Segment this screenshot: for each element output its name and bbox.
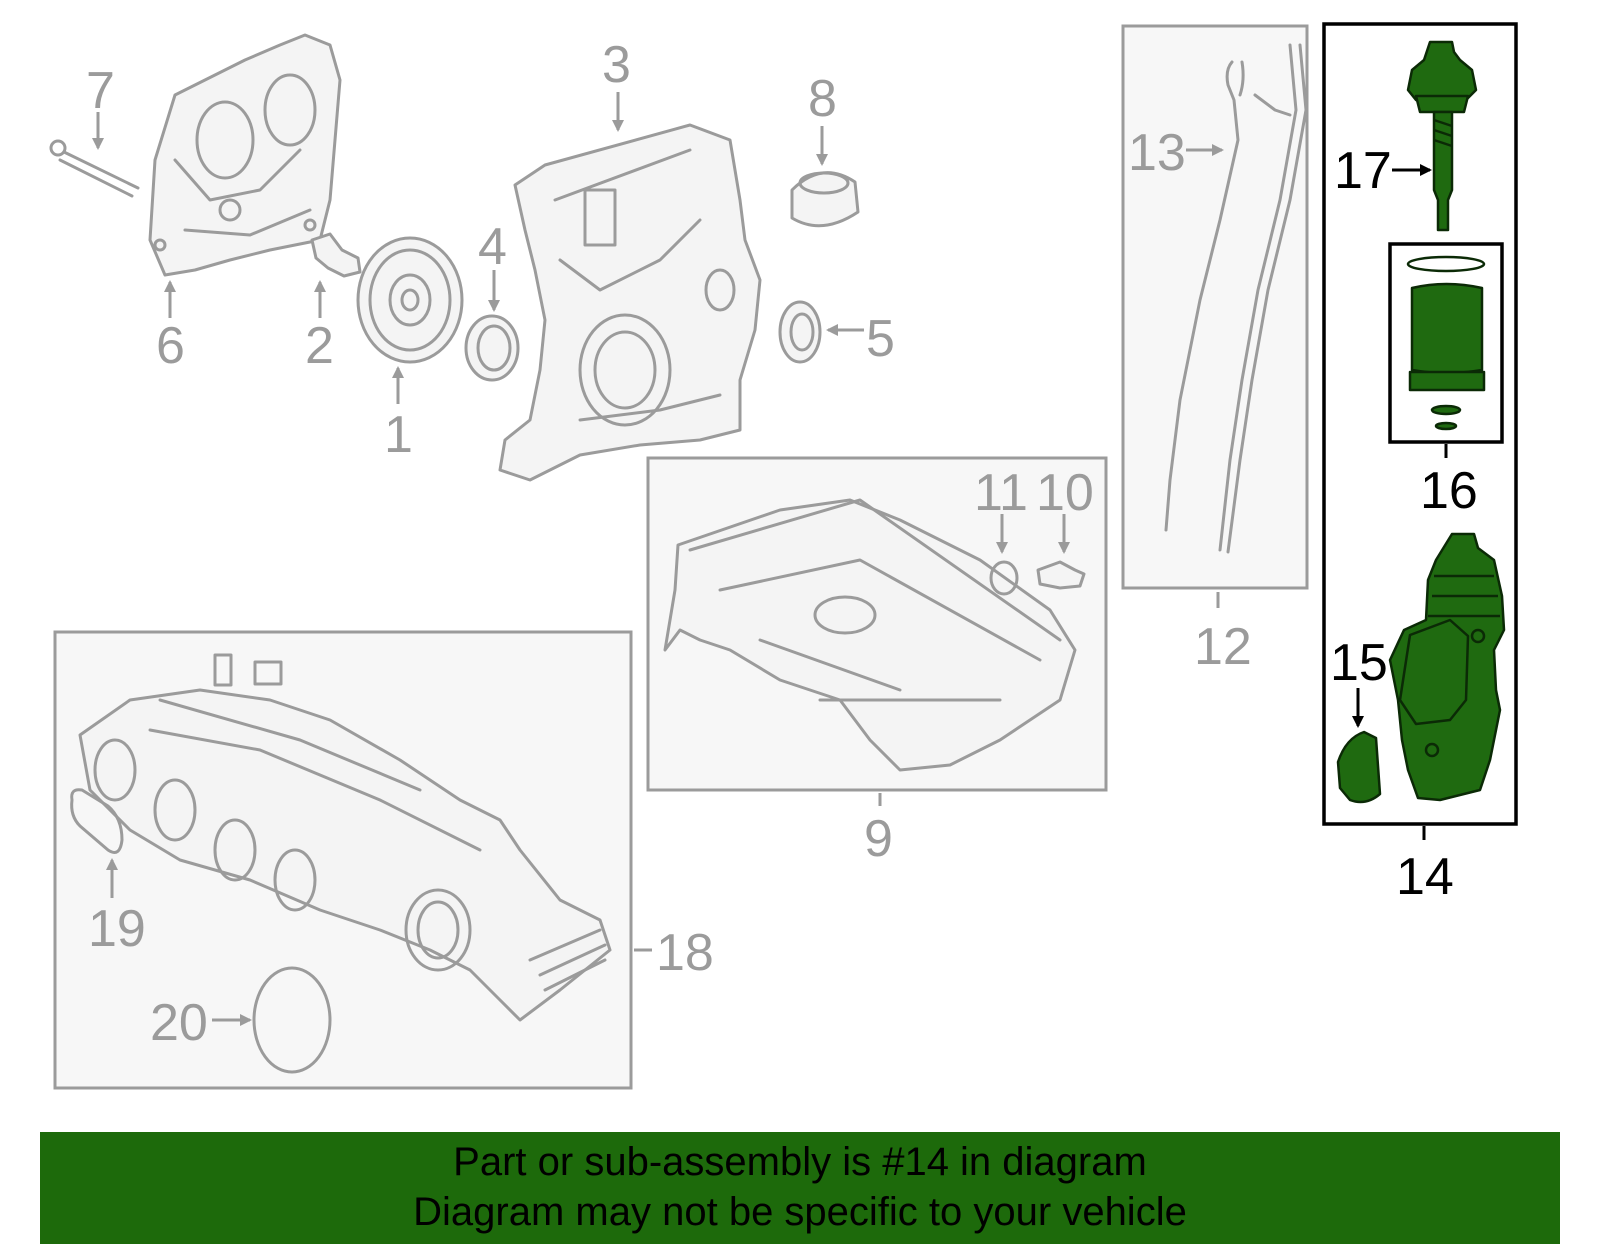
- part-17-filter-cap: [1406, 40, 1478, 232]
- callout-14: 14: [1396, 848, 1454, 906]
- part-9-oil-pan: [663, 498, 1077, 772]
- callout-7: 7: [86, 62, 115, 120]
- banner-line-part: Part or sub-assembly is #14 in diagram: [453, 1140, 1147, 1184]
- part-16-filter-element: [1406, 255, 1486, 431]
- callout-3: 3: [602, 36, 631, 94]
- callout-17: 17: [1334, 142, 1392, 200]
- info-banner: Part or sub-assembly is #14 in diagram D…: [40, 1132, 1560, 1244]
- part-7-bolt: [49, 139, 140, 198]
- box-12: [1121, 24, 1309, 590]
- part-5-seal: [778, 300, 822, 364]
- box-14-highlighted: [1322, 22, 1518, 826]
- banner-line-disclaimer: Diagram may not be specific to your vehi…: [413, 1190, 1187, 1234]
- callout-20: 20: [150, 994, 208, 1052]
- callout-13: 13: [1128, 124, 1186, 182]
- callout-labels: 7 6 2 1 4 3 8 5 11 10 9 13 12 18 19 20 1…: [86, 36, 1478, 1052]
- callout-2: 2: [305, 317, 334, 375]
- callout-18: 18: [656, 924, 714, 982]
- callout-4: 4: [478, 218, 507, 276]
- part-4-seal: [464, 314, 520, 382]
- part-13-dipstick: [1164, 60, 1245, 532]
- part-11-washer: [989, 560, 1019, 596]
- box-16: [1388, 242, 1504, 444]
- part-6-timing-housing: [148, 33, 342, 277]
- part-3-timing-cover: [498, 123, 762, 482]
- part-15-cap: [1336, 730, 1382, 804]
- callout-19: 19: [88, 900, 146, 958]
- callout-1: 1: [384, 406, 413, 464]
- part-10-drain-plug: [1036, 560, 1086, 590]
- callout-12: 12: [1194, 618, 1252, 676]
- callout-6: 6: [156, 317, 185, 375]
- callout-8: 8: [808, 70, 837, 128]
- callout-15: 15: [1330, 634, 1388, 692]
- callout-9: 9: [864, 810, 893, 868]
- part-8-cap: [790, 171, 860, 228]
- part-20-seal-ring: [252, 966, 332, 1074]
- part-12-dipstick-tube: [1218, 43, 1308, 554]
- part-19-gasket: [70, 788, 124, 854]
- part-14-filter-housing: [1388, 532, 1506, 802]
- part-18-intake-manifold: [78, 653, 612, 1022]
- callout-11: 11: [974, 464, 1028, 522]
- callout-16: 16: [1420, 462, 1478, 520]
- callout-5: 5: [866, 310, 895, 368]
- leader-lines: [92, 92, 1448, 1026]
- callout-10: 10: [1036, 464, 1094, 522]
- part-1-pulley: [356, 236, 464, 364]
- part-2-bolt: [310, 232, 362, 278]
